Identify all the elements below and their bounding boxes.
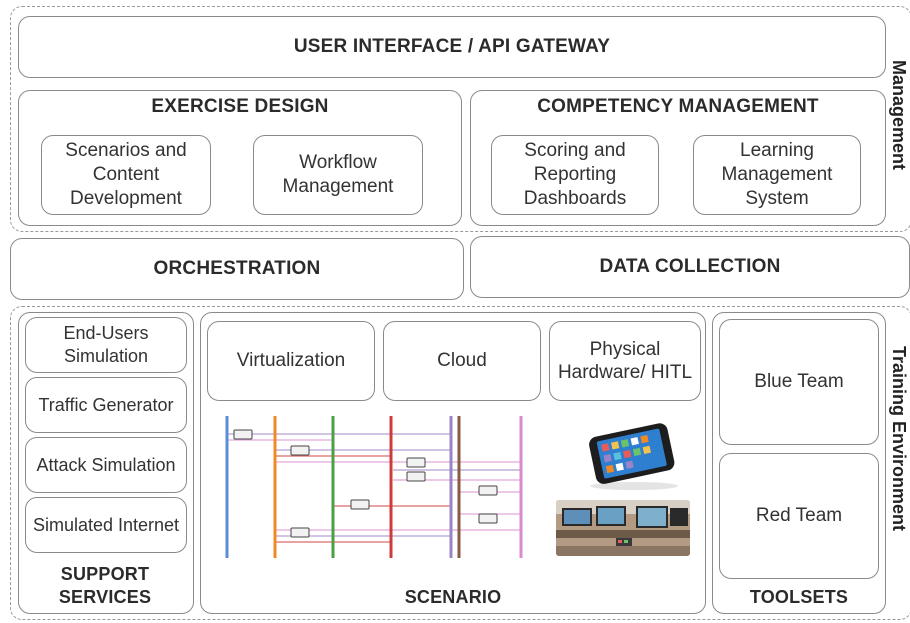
support-services-title: SUPPORT SERVICES bbox=[58, 564, 152, 607]
node-icon bbox=[478, 513, 498, 524]
end-users-simulation: End-Users Simulation bbox=[25, 317, 187, 373]
node-icon bbox=[406, 471, 426, 482]
node-icon bbox=[350, 499, 370, 510]
node-icon bbox=[478, 485, 498, 496]
exercise-design-title: EXERCISE DESIGN bbox=[151, 96, 329, 117]
traffic-generator: Traffic Generator bbox=[25, 377, 187, 433]
competency-management-title: COMPETENCY MANAGEMENT bbox=[537, 96, 819, 117]
topology-nodes bbox=[233, 429, 498, 538]
management-label: Management bbox=[889, 60, 909, 171]
attack-simulation: Attack Simulation bbox=[25, 437, 187, 493]
training-environment-label: Training Environment bbox=[889, 346, 909, 532]
simulated-internet: Simulated Internet bbox=[25, 497, 187, 553]
workflow-management: Workflow Management bbox=[253, 135, 423, 215]
scoring-reporting-dashboards: Scoring and Reporting Dashboards bbox=[491, 135, 659, 215]
topology-links bbox=[227, 433, 521, 543]
virtualization: Virtualization bbox=[207, 321, 375, 401]
competency-management-panel: COMPETENCY MANAGEMENT Scoring and Report… bbox=[470, 90, 886, 226]
data-collection: DATA COLLECTION bbox=[470, 236, 910, 298]
node-icon bbox=[290, 445, 310, 456]
management-region bbox=[10, 6, 910, 232]
red-team: Red Team bbox=[719, 453, 879, 579]
control-room-image bbox=[556, 500, 690, 556]
toolsets-title: TOOLSETS bbox=[749, 586, 849, 607]
node-icon bbox=[290, 527, 310, 538]
blue-team: Blue Team bbox=[719, 319, 879, 445]
api-gateway: USER INTERFACE / API GATEWAY bbox=[18, 16, 886, 78]
topology-buses bbox=[225, 416, 523, 558]
node-icon bbox=[406, 457, 426, 468]
smartphone-image bbox=[589, 423, 678, 490]
scenarios-content-development: Scenarios and Content Development bbox=[41, 135, 211, 215]
orchestration: ORCHESTRATION bbox=[10, 238, 464, 300]
node-icon bbox=[233, 429, 253, 440]
cloud: Cloud bbox=[383, 321, 541, 401]
toolsets-panel: Blue Team Red Team TOOLSETS bbox=[712, 312, 886, 614]
support-services-panel: End-Users Simulation Traffic Generator A… bbox=[18, 312, 194, 614]
network-topology bbox=[225, 416, 523, 558]
physical-hardware-hitl: Physical Hardware/ HITL bbox=[549, 321, 701, 401]
learning-management-system: Learning Management System bbox=[693, 135, 861, 215]
training-environment-region bbox=[10, 306, 910, 620]
scenario-title: SCENARIO bbox=[404, 586, 502, 607]
exercise-design-panel: EXERCISE DESIGN Scenarios and Content De… bbox=[18, 90, 462, 226]
